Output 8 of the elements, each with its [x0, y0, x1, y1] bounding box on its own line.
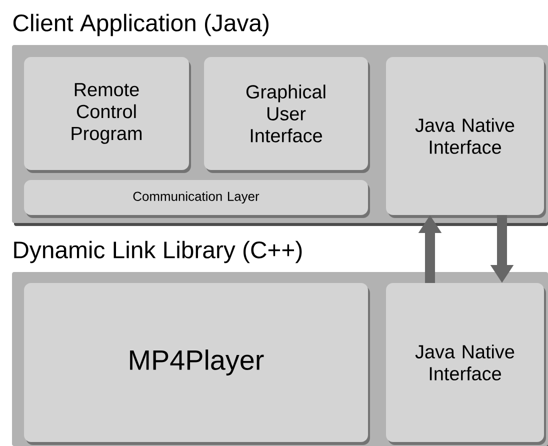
- component-box: Graphical User Interface: [204, 57, 370, 173]
- component-box: Remote Control Program: [24, 57, 191, 173]
- component-box: MP4Player: [24, 283, 370, 445]
- node-label: Dynamic Link Library (C++): [14, 240, 302, 264]
- component-box: Java Native Interface: [386, 57, 546, 218]
- component-box: Java Native Interface: [386, 283, 546, 445]
- component-box: Communication Layer: [24, 180, 370, 218]
- node-label: Client Application (Java): [13, 14, 268, 36]
